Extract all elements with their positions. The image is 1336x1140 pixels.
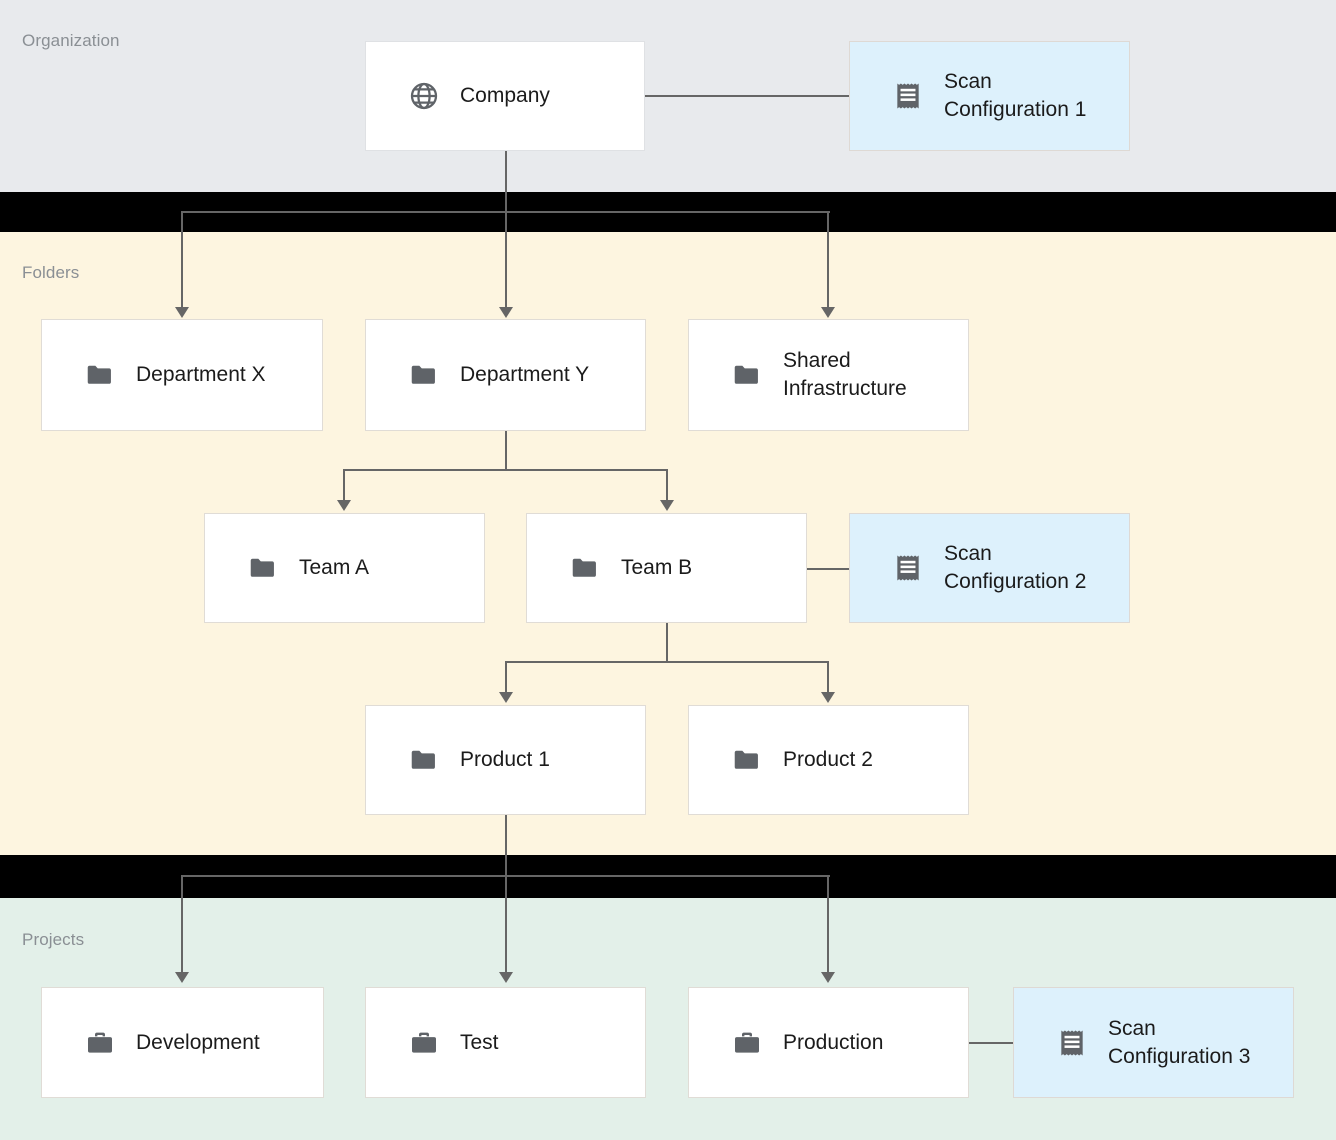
edge-company-stem — [505, 150, 507, 212]
node-label: Test — [460, 1030, 499, 1054]
edge-company-shared-drop — [827, 211, 829, 309]
briefcase-icon — [84, 1027, 116, 1059]
edge-product1-development-drop — [181, 875, 183, 974]
node-department-x[interactable]: Department X — [41, 319, 323, 431]
node-label: Scan Configuration 3 — [1108, 1016, 1251, 1068]
node-team-a[interactable]: Team A — [204, 513, 485, 623]
arrowhead-team-a — [337, 500, 351, 511]
band-label-folders: Folders — [22, 263, 80, 282]
node-label: Department Y — [460, 363, 590, 386]
edge-product1-stem — [505, 815, 507, 876]
edge-depty-teamb-drop — [666, 469, 668, 502]
node-department-y[interactable]: Department Y — [365, 319, 646, 431]
folder-icon — [569, 552, 601, 584]
node-development[interactable]: Development — [41, 987, 324, 1098]
node-product-1[interactable]: Product 1 — [365, 705, 646, 815]
edge-product1-test-drop — [505, 875, 507, 974]
scan-configuration-icon — [1056, 1027, 1088, 1059]
arrowhead-department-x — [175, 307, 189, 318]
edge-depty-teama-drop — [343, 469, 345, 502]
edge-depty-bus — [344, 469, 668, 471]
node-label: Shared Infrastructure — [783, 349, 907, 400]
scan-configuration-icon — [892, 80, 924, 112]
node-production[interactable]: Production — [688, 987, 969, 1098]
node-label: Company — [460, 84, 550, 107]
arrowhead-department-y — [499, 307, 513, 318]
node-company[interactable]: Company — [365, 41, 645, 151]
folder-icon — [408, 359, 440, 391]
folder-icon — [731, 359, 763, 391]
folder-icon — [84, 359, 116, 391]
node-label: Team B — [621, 556, 693, 579]
node-test[interactable]: Test — [365, 987, 646, 1098]
arrowhead-product-1 — [499, 692, 513, 703]
briefcase-icon — [731, 1027, 763, 1059]
node-scan-configuration-2[interactable]: Scan Configuration 2 — [849, 513, 1130, 623]
edge-teamb-bus — [505, 661, 829, 663]
arrowhead-product-2 — [821, 692, 835, 703]
node-label: Scan Configuration 2 — [944, 542, 1087, 593]
folder-icon — [408, 744, 440, 776]
node-team-b[interactable]: Team B — [526, 513, 807, 623]
node-shared-infrastructure[interactable]: Shared Infrastructure — [688, 319, 969, 431]
edge-depty-stem — [505, 431, 507, 470]
node-scan-configuration-3[interactable]: Scan Configuration 3 — [1013, 987, 1294, 1098]
band-label-projects: Projects — [22, 930, 85, 949]
arrowhead-test — [499, 972, 513, 983]
node-label: Development — [136, 1030, 260, 1054]
edge-company-depty-drop — [505, 211, 507, 309]
edge-teamb-stem — [666, 623, 668, 662]
node-label: Team A — [299, 556, 370, 579]
edge-production-scan3 — [968, 1042, 1014, 1044]
edge-product1-production-drop — [827, 875, 829, 974]
node-label: Production — [783, 1030, 884, 1054]
arrowhead-development — [175, 972, 189, 983]
edge-teamb-product1-drop — [505, 661, 507, 694]
node-product-2[interactable]: Product 2 — [688, 705, 969, 815]
node-scan-configuration-1[interactable]: Scan Configuration 1 — [849, 41, 1130, 151]
scan-configuration-icon — [892, 552, 924, 584]
arrowhead-shared-infrastructure — [821, 307, 835, 318]
arrowhead-team-b — [660, 500, 674, 511]
briefcase-icon — [408, 1027, 440, 1059]
band-label-organization: Organization — [22, 31, 120, 50]
node-label: Product 1 — [460, 748, 550, 771]
edge-teamb-scan2 — [807, 568, 850, 570]
node-label: Product 2 — [783, 748, 873, 771]
edge-teamb-product2-drop — [827, 661, 829, 694]
node-label: Department X — [136, 363, 266, 386]
edge-company-deptx-drop — [181, 211, 183, 309]
folder-icon — [247, 552, 279, 584]
node-label: Scan Configuration 1 — [944, 70, 1087, 121]
globe-icon — [408, 80, 440, 112]
folder-icon — [731, 744, 763, 776]
edge-company-scan1 — [645, 95, 850, 97]
arrowhead-production — [821, 972, 835, 983]
